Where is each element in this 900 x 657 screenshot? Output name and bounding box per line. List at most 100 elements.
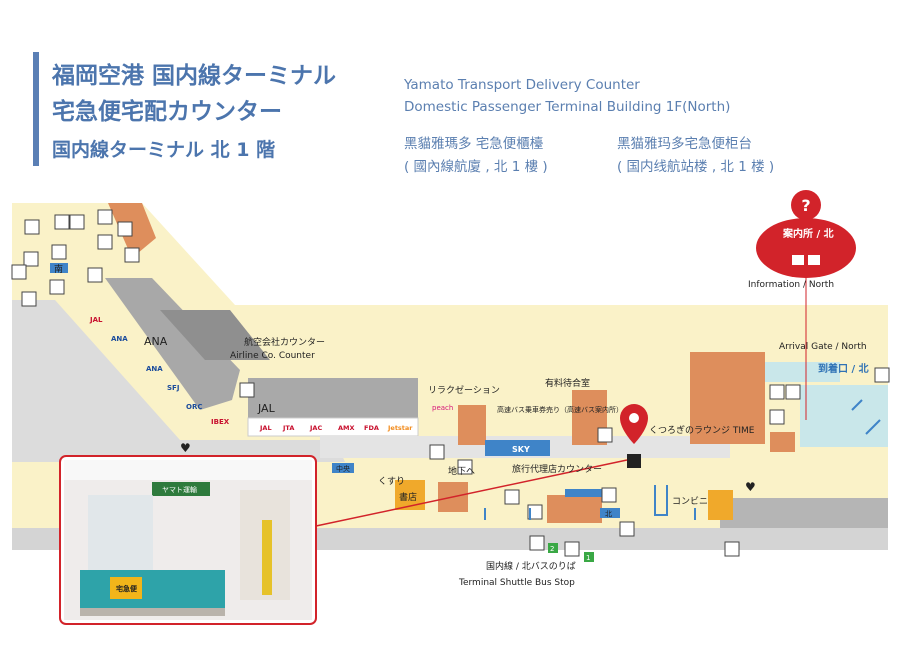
bus-ticket-label: 高速バス乗車券売り（高速バス案内所）	[497, 405, 623, 414]
fda-strip-logo: FDA	[364, 424, 379, 432]
shopping-icon	[69, 214, 85, 230]
underground-label: 地下へ	[448, 465, 475, 477]
escalator-jal-icon	[239, 382, 255, 398]
south-label: 南	[54, 263, 63, 275]
north-badge	[600, 508, 620, 518]
jal-strip-logo: JAL	[259, 424, 272, 432]
restaurant-icon	[54, 214, 70, 230]
counter-desk	[80, 570, 225, 608]
arrival-hall-area	[800, 385, 888, 447]
traditional-chinese-name: 黑貓雅瑪多 宅急便櫃檯	[404, 136, 544, 152]
wheelchair-icon	[124, 247, 140, 263]
yamato-sign-text: ヤマト運輸	[162, 485, 197, 494]
locker-icon	[11, 264, 27, 280]
car-icon	[808, 255, 820, 265]
bookstore-shop	[395, 480, 425, 510]
exit-road	[720, 498, 888, 528]
wc-icon	[527, 504, 543, 520]
bus-badge-1	[584, 552, 594, 562]
wheelchair-icon-2	[457, 459, 473, 475]
ana-counter-block	[105, 278, 240, 410]
coin-locker-icon	[601, 487, 617, 503]
waiting-room-label: 有料待合室	[545, 377, 590, 389]
info-bubble-label: 案内所 / 北	[782, 227, 834, 240]
escalator-icon	[23, 251, 39, 267]
title-accent-bar	[33, 52, 39, 166]
bus-stop-icon-2	[529, 535, 545, 551]
jal-counter-block	[248, 378, 418, 418]
bed-icon	[792, 255, 804, 265]
skymark-logo: SKY	[512, 445, 530, 454]
traditional-chinese-location: ( 國內線航廈 , 北 1 樓 )	[404, 159, 548, 175]
peach-logo: peach	[432, 404, 453, 412]
question-icon: ?	[801, 196, 810, 215]
airline-counter-en: Airline Co. Counter	[230, 351, 315, 361]
delivery-counter-pin	[620, 404, 648, 468]
ibex-logo: IBEX	[211, 418, 230, 426]
restaurant-icon-2	[504, 489, 520, 505]
bus-stop-jp: 国内線 / 北バスのりば	[486, 560, 576, 572]
counter-photo: ヤマト運輸 宅急便	[59, 455, 317, 625]
information-north-label: Information / North	[748, 280, 834, 290]
center-label: 中央	[336, 464, 350, 473]
ana-logo-2: ANA	[146, 365, 163, 373]
bus-icon	[724, 541, 740, 557]
north-counter-bar	[565, 489, 605, 497]
conveni-shop	[708, 490, 733, 520]
bus-badge-2	[548, 543, 558, 553]
mail-icon	[619, 521, 635, 537]
jac-strip-logo: JAC	[309, 424, 322, 432]
gift-icon	[21, 291, 37, 307]
south-badge	[50, 263, 68, 273]
floor-label: 国内線ターミナル 北 1 階	[52, 139, 276, 161]
escalator-down-icon	[429, 444, 445, 460]
counter-logo-plate	[110, 577, 142, 599]
locker-icon-2	[597, 427, 613, 443]
simplified-chinese-location: ( 国内线航站楼 , 北 1 楼 )	[617, 159, 775, 175]
yamato-sign	[152, 482, 210, 496]
north-label: 北	[605, 510, 612, 518]
lounge-shop	[690, 352, 765, 444]
jetstar-strip-logo: Jetstar	[387, 424, 413, 432]
atm-icon-2	[874, 367, 890, 383]
bus-stop-icon-1	[564, 541, 580, 557]
relax-label: リラクゼーション	[428, 384, 500, 396]
info-bubble	[756, 218, 856, 278]
glass-partition	[88, 495, 153, 570]
ana-logo-1: ANA	[111, 335, 128, 343]
camera-icon	[24, 219, 40, 235]
orc-logo: ORC	[186, 403, 202, 411]
toilet-icon	[97, 209, 113, 225]
skymark-counter	[485, 440, 550, 456]
amx-strip-logo: AMX	[338, 424, 355, 432]
jta-strip-logo: JTA	[282, 424, 294, 432]
sfj-logo: SFJ	[167, 384, 179, 392]
bookstore-label: 書店	[399, 491, 417, 503]
bus-no-1: 1	[586, 554, 590, 562]
toilet-icon-2	[785, 384, 801, 400]
ana-counter-dark	[160, 310, 270, 360]
restroom-icon-2	[769, 409, 785, 425]
page-title: 福岡空港 国内線ターミナル	[52, 63, 337, 89]
atm-icon	[87, 267, 103, 283]
pin-connector-line	[315, 459, 628, 527]
airline-counter-jp: 航空会社カウンター	[244, 336, 325, 348]
bus-stop-en: Terminal Shuttle Bus Stop	[458, 578, 575, 588]
restroom-icon	[117, 221, 133, 237]
simplified-chinese-name: 黑猫雅玛多宅急便柜台	[617, 136, 752, 152]
arrival-gate-label: Arrival Gate / North	[779, 342, 867, 352]
info-desk-icon	[49, 279, 65, 295]
bus-no-2: 2	[550, 545, 554, 553]
yellow-post	[262, 520, 272, 595]
outer-walkway	[12, 300, 345, 462]
jal-label: JAL	[257, 402, 276, 415]
counter-logo-text: 宅急便	[116, 584, 138, 593]
relax-shop	[458, 405, 486, 445]
travel-agency-shop	[547, 495, 602, 523]
phone-icon	[51, 244, 67, 260]
heart-icon-2: ♥	[180, 441, 191, 455]
arrival-gate-area	[765, 362, 840, 382]
arrow-diag-2	[851, 399, 863, 411]
lounge-label: くつろぎのラウンジ TIME	[649, 424, 755, 436]
